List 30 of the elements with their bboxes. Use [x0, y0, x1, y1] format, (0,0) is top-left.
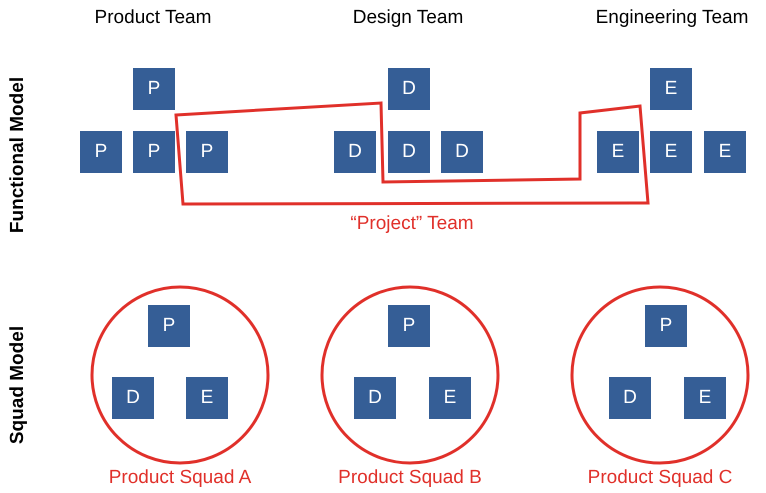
team-member-square: E	[704, 131, 746, 173]
team-heading: Design Team	[352, 6, 464, 30]
team-member-square: E	[597, 131, 639, 173]
team-member-square: E	[429, 377, 471, 419]
model-label: Squad Model	[6, 326, 29, 444]
squad-label: Product Squad C	[588, 466, 732, 490]
team-member-square: P	[388, 305, 430, 347]
team-member-square: P	[80, 131, 122, 173]
team-member-square: P	[133, 68, 175, 110]
team-member-square: D	[441, 131, 483, 173]
squad-label: Product Squad B	[338, 466, 482, 490]
team-member-square: E	[684, 377, 726, 419]
team-heading: Engineering Team	[596, 6, 748, 30]
team-member-square: D	[609, 377, 651, 419]
team-member-square: D	[388, 68, 430, 110]
team-member-square: D	[334, 131, 376, 173]
team-member-square: D	[388, 131, 430, 173]
team-member-square: D	[112, 377, 154, 419]
team-heading: Product Team	[94, 6, 212, 30]
team-member-square: P	[645, 305, 687, 347]
team-member-square: P	[133, 131, 175, 173]
model-label: Functional Model	[6, 76, 29, 234]
group-label: “Project” Team	[350, 212, 474, 236]
squad-label: Product Squad A	[108, 466, 252, 490]
team-member-square: E	[650, 131, 692, 173]
team-member-square: E	[186, 377, 228, 419]
team-member-square: E	[650, 68, 692, 110]
team-member-square: P	[186, 131, 228, 173]
team-member-square: D	[354, 377, 396, 419]
team-member-square: P	[148, 305, 190, 347]
